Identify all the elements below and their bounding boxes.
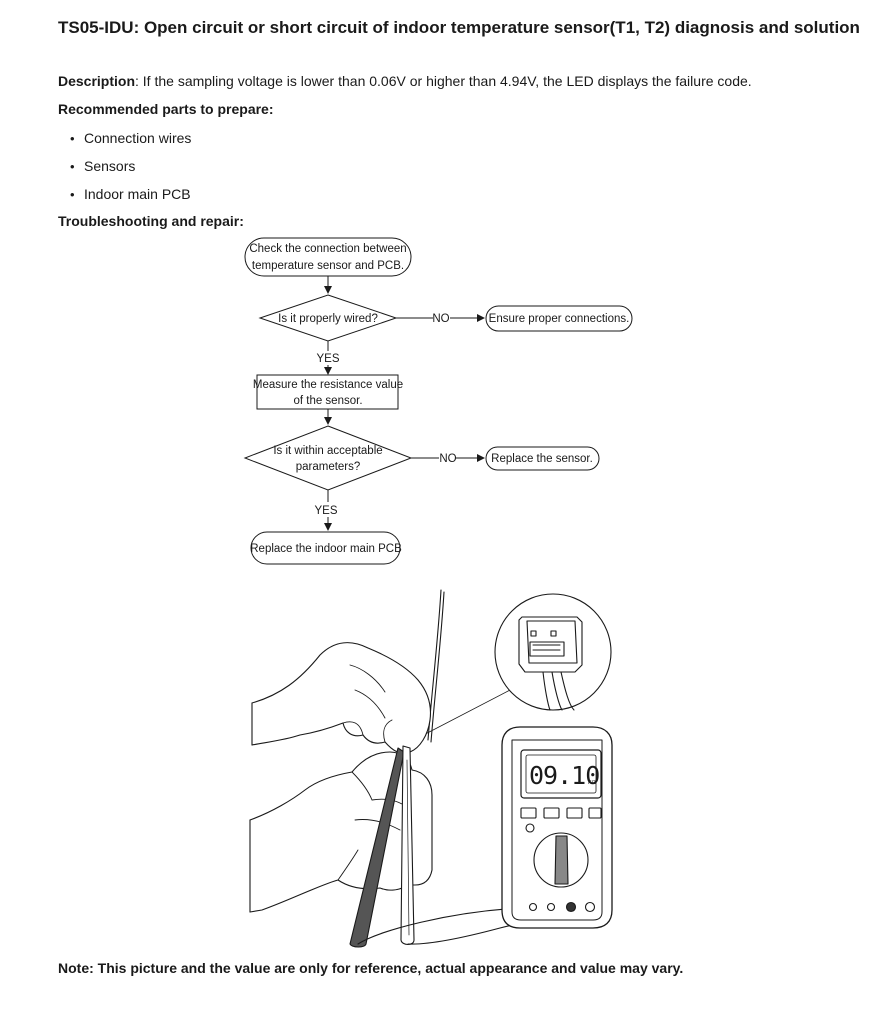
meter-reading: 09.10: [529, 761, 599, 790]
lower-hand: [249, 751, 433, 913]
replace-sensor-box: [485, 446, 600, 471]
end-text: Replace the indoor main PCB: [250, 543, 402, 555]
list-item: •Indoor main PCB: [70, 186, 191, 202]
q2-no-action-text: Replace the sensor.: [491, 453, 593, 465]
q1-text: Is it properly wired?: [278, 313, 378, 325]
q2-no-label: NO: [439, 453, 456, 465]
multimeter: [501, 726, 613, 929]
step2-text-line1: Measure the resistance value: [253, 379, 403, 391]
black-probe: [349, 747, 405, 948]
upper-hand: [251, 642, 432, 754]
flowchart: Check the connection between temperature…: [243, 237, 633, 565]
list-item-label: Sensors: [84, 158, 136, 174]
q2-text-line1: Is it within acceptable: [273, 445, 382, 457]
list-item-label: Indoor main PCB: [84, 186, 191, 202]
decision-parameters-diamond: [243, 425, 413, 491]
note: Note: This picture and the value are onl…: [58, 960, 684, 976]
start-text-line1: Check the connection between: [249, 243, 406, 255]
start-text-line2: temperature sensor and PCB.: [252, 260, 404, 272]
meter-display: [520, 749, 602, 799]
q2-text-line2: parameters?: [296, 461, 361, 473]
q1-no-label: NO: [432, 313, 449, 325]
description-label: Description: [58, 73, 136, 89]
q2-yes-label: YES: [314, 505, 337, 517]
list-item: •Connection wires: [70, 130, 192, 146]
troubleshooting-heading: Troubleshooting and repair:: [58, 213, 244, 229]
ensure-connections-box: [485, 305, 633, 332]
connector-icon: [518, 616, 583, 711]
description: Description: If the sampling voltage is …: [58, 73, 752, 89]
measurement-illustration: 09.10 KΩ: [249, 589, 613, 948]
parts-list: •Connection wires •Sensors •Indoor main …: [70, 128, 191, 212]
page-title: TS05-IDU: Open circuit or short circuit …: [58, 18, 860, 37]
q1-yes-label: YES: [316, 353, 339, 365]
list-item: •Sensors: [70, 158, 136, 174]
parts-heading: Recommended parts to prepare:: [58, 101, 274, 117]
end-box: [250, 531, 401, 565]
step2-text-line2: of the sensor.: [293, 395, 362, 407]
q1-no-action-text: Ensure proper connections.: [489, 313, 630, 325]
list-item-label: Connection wires: [84, 130, 192, 146]
description-text: : If the sampling voltage is lower than …: [135, 73, 752, 89]
measure-resistance-box: [256, 374, 399, 410]
meter-unit: KΩ: [588, 780, 596, 786]
